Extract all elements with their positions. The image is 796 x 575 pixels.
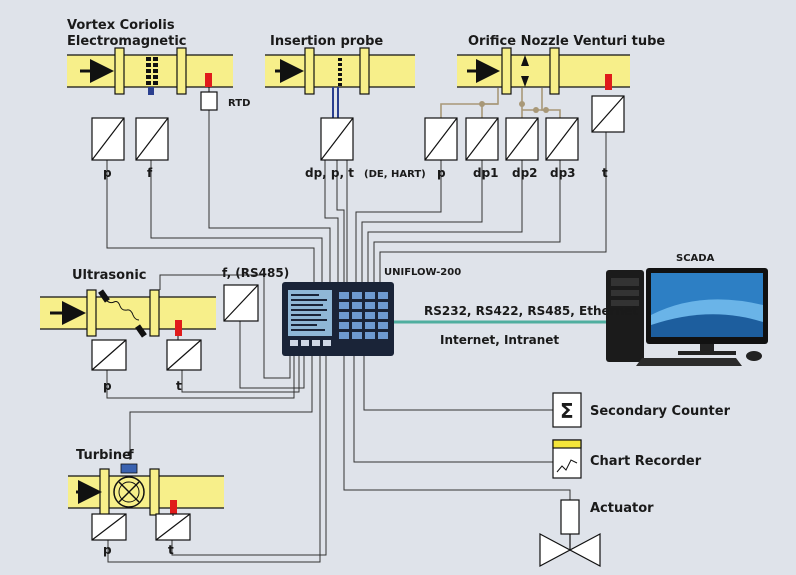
label-uniflow: UNIFLOW-200 xyxy=(384,267,461,278)
secondary-counter-box xyxy=(552,392,582,428)
label-dp1: dp1 xyxy=(473,166,499,180)
pipe-ultrasonic xyxy=(40,289,216,338)
label-f-rs485: f, (RS485) xyxy=(222,266,289,280)
label-rtd: RTD xyxy=(228,98,250,109)
pipe-insertion xyxy=(265,47,415,118)
label-orifice: Orifice Nozzle Venturi tube xyxy=(468,34,665,49)
label-turbine: Turbine xyxy=(76,448,131,463)
label-t-turbine: t xyxy=(168,543,174,557)
label-scada: SCADA xyxy=(676,253,715,264)
sigma-symbol: Σ xyxy=(560,399,574,423)
label-insertion-probe: Insertion probe xyxy=(270,34,383,49)
signal-wires xyxy=(106,110,607,563)
uniflow-device xyxy=(282,282,394,356)
label-vortex-line1: Vortex Coriolis xyxy=(67,18,175,33)
transmitters xyxy=(91,91,625,541)
label-t-ultrasonic: t xyxy=(176,379,182,393)
valve-icon xyxy=(539,499,601,567)
pipe-vortex xyxy=(67,47,233,95)
label-insertion-protocol: (DE, HART) xyxy=(364,169,426,180)
label-actuator: Actuator xyxy=(590,501,654,516)
label-p-orifice: p xyxy=(437,166,446,180)
label-dp2: dp2 xyxy=(512,166,538,180)
label-p-turbine: p xyxy=(103,543,112,557)
label-p-top: p xyxy=(103,166,112,180)
pipe-orifice xyxy=(457,47,630,95)
pressure-tap-lines xyxy=(440,88,561,118)
label-secondary-counter: Secondary Counter xyxy=(590,404,731,419)
label-vortex-line2: Electromagnetic xyxy=(67,34,187,49)
tap-junctions xyxy=(479,101,549,113)
pipe-turbine xyxy=(68,463,224,516)
label-interfaces: RS232, RS422, RS485, Ethernet xyxy=(424,304,638,318)
computer-icon xyxy=(606,268,768,366)
label-network: Internet, Intranet xyxy=(440,333,559,347)
label-ultrasonic: Ultrasonic xyxy=(72,268,147,283)
label-dp3: dp3 xyxy=(550,166,576,180)
label-t-orifice: t xyxy=(602,166,608,180)
label-f-top: f xyxy=(147,166,153,180)
label-chart-recorder: Chart Recorder xyxy=(590,454,702,469)
label-p-ultrasonic: p xyxy=(103,379,112,393)
label-turbine-f: f xyxy=(128,448,134,463)
label-insertion-output: dp, p, t xyxy=(305,166,354,180)
chart-recorder-box xyxy=(552,439,582,479)
